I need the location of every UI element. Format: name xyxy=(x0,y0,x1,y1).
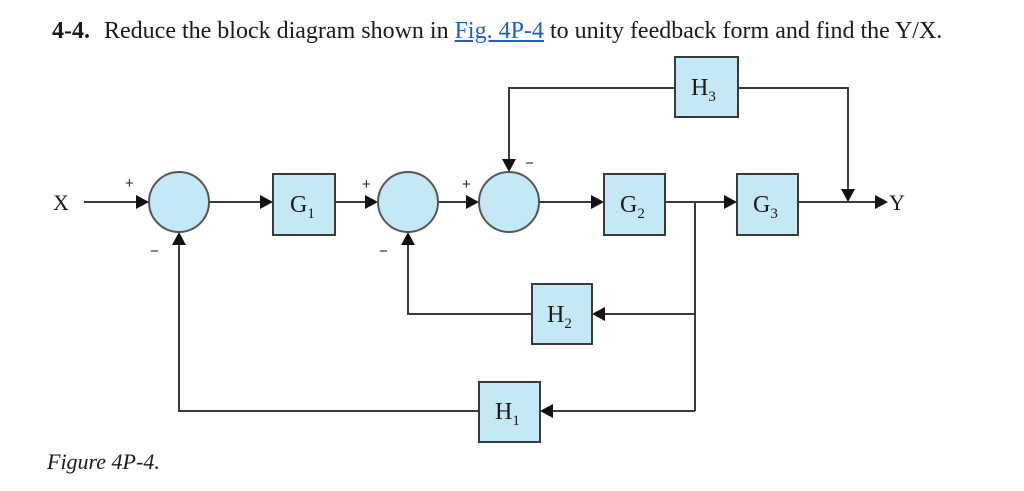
block-g1: G1 xyxy=(272,173,336,236)
arrow-to-y xyxy=(875,195,888,209)
arrow-into-g2 xyxy=(591,195,604,209)
svg-text:H1: H1 xyxy=(495,399,520,429)
arrow-into-s3 xyxy=(466,195,479,209)
arrow-h3-into-output xyxy=(841,189,855,202)
block-h2-sub: 2 xyxy=(564,316,572,332)
arrow-into-s1 xyxy=(136,195,149,209)
block-h1-base: H xyxy=(495,399,512,425)
block-g1-sub: 1 xyxy=(307,206,315,222)
block-h1-sub: 1 xyxy=(512,413,520,429)
arrow-h2-into-s2 xyxy=(401,232,415,245)
svg-text:G3: G3 xyxy=(753,192,778,222)
block-h1: H1 xyxy=(478,381,541,443)
figure-link[interactable]: Fig. 4P-4 xyxy=(454,18,544,44)
sign-s3-minus: − xyxy=(525,155,534,172)
block-g3-sub: 3 xyxy=(770,206,778,222)
arrow-into-g3 xyxy=(724,195,737,209)
svg-text:G1: G1 xyxy=(290,192,315,222)
svg-text:H3: H3 xyxy=(691,75,716,105)
summing-junction-3 xyxy=(478,171,540,233)
wire-h3-to-s3 xyxy=(508,87,675,162)
svg-text:G2: G2 xyxy=(620,192,645,222)
sign-s1-minus: − xyxy=(150,243,159,260)
sign-s2-plus: + xyxy=(362,176,371,193)
arrow-into-h1 xyxy=(540,404,553,418)
wire-h2-to-s2 xyxy=(407,242,532,315)
block-g3-base: G xyxy=(753,192,770,218)
arrow-h3-into-s3 xyxy=(502,159,516,172)
block-g2: G2 xyxy=(603,173,666,236)
block-g2-base: G xyxy=(620,192,637,218)
sign-s1-plus: + xyxy=(125,175,134,192)
block-g1-base: G xyxy=(290,192,307,218)
output-label-y: Y xyxy=(889,190,905,215)
block-h2: H2 xyxy=(531,283,593,345)
figure-caption: Figure 4P-4. xyxy=(47,449,160,474)
summing-junction-1 xyxy=(148,171,210,233)
block-g3: G3 xyxy=(736,173,799,236)
problem-text-before: Reduce the block diagram shown in xyxy=(104,18,455,44)
sign-s2-minus: − xyxy=(379,243,388,260)
arrow-into-g1 xyxy=(260,195,273,209)
svg-text:H2: H2 xyxy=(547,302,572,332)
sign-s3-plus: + xyxy=(462,176,471,193)
arrowheads xyxy=(136,159,888,418)
arrow-h1-into-s1 xyxy=(172,232,186,245)
block-g2-sub: 2 xyxy=(637,206,645,222)
summing-junction-2 xyxy=(377,171,439,233)
block-h3: H3 xyxy=(674,56,739,118)
problem-number: 4-4. xyxy=(52,18,90,44)
block-h3-sub: 3 xyxy=(708,89,716,105)
block-h3-base: H xyxy=(691,75,708,101)
wire-h3-to-output xyxy=(738,87,849,192)
arrow-into-h2 xyxy=(592,307,605,321)
problem-text-after: to unity feedback form and find the Y/X. xyxy=(543,18,943,44)
input-label-x: X xyxy=(53,190,69,215)
problem-statement: 4-4. Reduce the block diagram shown in Fi… xyxy=(52,18,942,45)
block-h2-base: H xyxy=(547,302,564,328)
wire-h1-to-s1 xyxy=(178,242,479,412)
arrow-into-s2 xyxy=(365,195,378,209)
wires xyxy=(84,87,876,412)
